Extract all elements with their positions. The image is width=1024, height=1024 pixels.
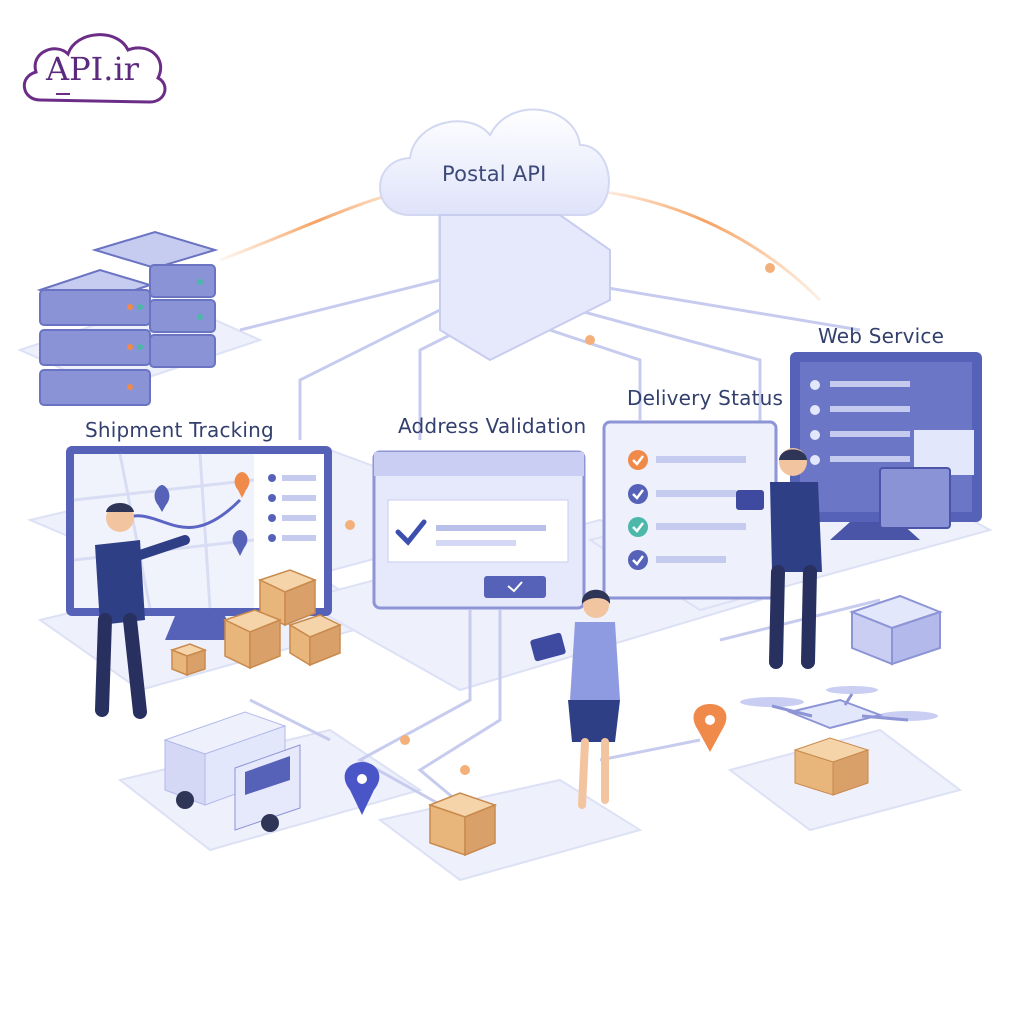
drone-icon <box>740 686 938 796</box>
map-pin-icon <box>344 704 727 815</box>
shipment-tracking-label: Shipment Tracking <box>85 418 274 442</box>
person-delivery <box>736 448 822 669</box>
address-validation-label: Address Validation <box>398 414 587 438</box>
web-service-label: Web Service <box>818 324 945 348</box>
server-rack-icon <box>36 230 219 406</box>
address-validation-window <box>372 450 586 610</box>
logo-text: API.ir <box>46 50 139 88</box>
person-tracking <box>95 503 190 719</box>
tablet-icon <box>736 490 764 510</box>
delivery-status-window <box>602 420 778 600</box>
map-pin-icon <box>154 472 250 556</box>
storage-box <box>849 594 943 666</box>
postal-api-label: Postal API <box>442 162 547 186</box>
cloud-icon <box>379 108 610 216</box>
api-ir-logo <box>23 33 167 104</box>
hub-conduit <box>439 214 611 362</box>
web-service-monitor <box>790 352 982 540</box>
delivery-status-label: Delivery Status <box>627 386 784 410</box>
truck-icon <box>163 711 301 832</box>
package-icon <box>169 569 498 857</box>
person-validation <box>530 589 620 809</box>
